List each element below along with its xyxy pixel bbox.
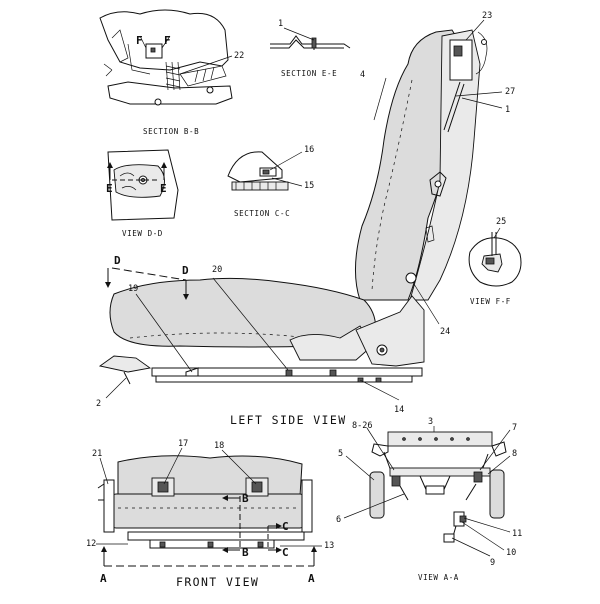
section-bb-drawing: [99, 9, 233, 106]
callout-8-26: 8-26: [352, 421, 372, 431]
callout-9: 9: [490, 558, 495, 568]
marker-b-bottom: B: [242, 546, 249, 559]
view-aa-drawing: [343, 426, 511, 557]
label-front-view: FRONT VIEW: [176, 575, 259, 589]
label-view-ff: VIEW F-F: [470, 297, 511, 306]
marker-d-right: D: [182, 264, 189, 277]
callout-8: 8: [512, 449, 517, 459]
label-left-side-view: LEFT SIDE VIEW: [230, 413, 347, 427]
callout-4: 4: [360, 70, 365, 80]
callout-17: 17: [178, 439, 188, 449]
seat-left-side-drawing: [98, 29, 488, 385]
callout-1-section-ee: 1: [278, 19, 283, 29]
label-section-ee: SECTION E-E: [281, 69, 337, 78]
marker-e-right: E: [160, 182, 167, 195]
callout-10: 10: [506, 548, 516, 558]
callout-21: 21: [92, 449, 102, 459]
callout-1-main: 1: [505, 105, 510, 115]
section-cc-drawing: [227, 151, 303, 191]
front-view-drawing: [96, 447, 322, 567]
callout-6: 6: [336, 515, 341, 525]
callout-12: 12: [86, 539, 96, 549]
marker-c-bottom: C: [282, 546, 289, 559]
callout-2: 2: [96, 399, 101, 409]
view-dd-drawing: [107, 149, 179, 221]
label-view-dd: VIEW D-D: [122, 229, 163, 238]
callout-15: 15: [304, 181, 314, 191]
label-section-bb: SECTION B-B: [143, 127, 199, 136]
view-ff-drawing: [468, 232, 522, 287]
callout-20: 20: [212, 265, 222, 275]
section-ee-drawing: [270, 27, 351, 50]
callout-24: 24: [440, 327, 450, 337]
marker-e-left: E: [106, 182, 113, 195]
callout-19: 19: [128, 284, 138, 294]
callout-3: 3: [428, 417, 433, 427]
label-section-cc: SECTION C-C: [234, 209, 290, 218]
callout-14: 14: [394, 405, 404, 415]
marker-f-right: F: [164, 34, 171, 47]
marker-a-right: A: [308, 572, 315, 585]
callout-22: 22: [234, 51, 244, 61]
marker-d-left: D: [114, 254, 121, 267]
label-view-aa: VIEW A-A: [418, 573, 459, 582]
callout-25: 25: [496, 217, 506, 227]
marker-f-left: F: [136, 34, 143, 47]
callout-5: 5: [338, 449, 343, 459]
callout-16: 16: [304, 145, 314, 155]
callout-7: 7: [512, 423, 517, 433]
callout-18: 18: [214, 441, 224, 451]
leader-lines-main: [105, 19, 503, 401]
callout-27: 27: [505, 87, 515, 97]
callout-11: 11: [512, 529, 522, 539]
marker-c-top: C: [282, 520, 289, 533]
marker-b-top: B: [242, 492, 249, 505]
callout-23: 23: [482, 11, 492, 21]
marker-a-left: A: [100, 572, 107, 585]
callout-13: 13: [324, 541, 334, 551]
